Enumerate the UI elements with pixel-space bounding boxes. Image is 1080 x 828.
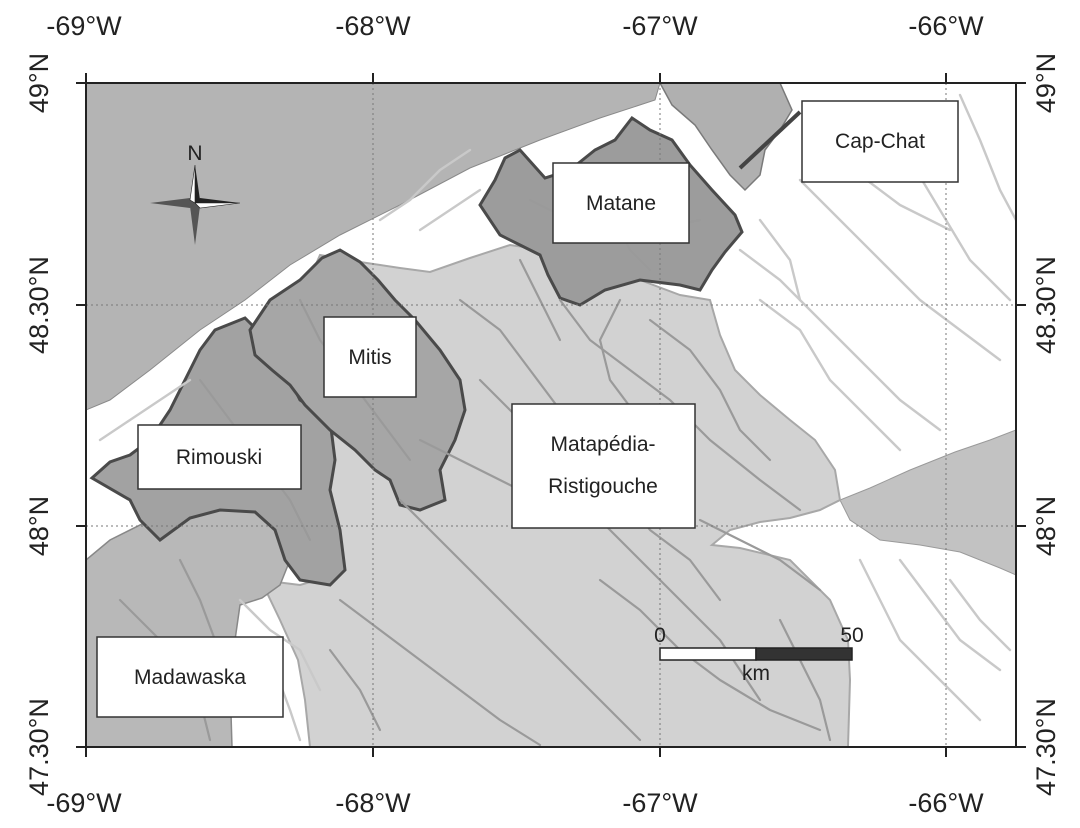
label-matapedia-line1: Matapédia- — [550, 433, 655, 456]
lon-label-top-67: -67°W — [622, 11, 698, 41]
rivers-outside — [98, 93, 1016, 742]
label-box-rimouski: Rimouski — [137, 424, 302, 490]
lat-label-right-47-30: 47.30°N — [1031, 698, 1061, 796]
chaleur-bay — [839, 429, 1016, 576]
label-mitis: Mitis — [348, 346, 391, 369]
lon-label-bottom-67: -67°W — [622, 788, 698, 818]
label-madawaska: Madawaska — [134, 666, 246, 689]
label-matapedia-line2: Ristigouche — [548, 475, 658, 498]
label-box-cap-chat: Cap-Chat — [801, 100, 959, 183]
cap-chat-watershed — [659, 83, 793, 192]
lat-label-right-48-30: 48.30°N — [1031, 256, 1061, 354]
lat-label-left-49: 49°N — [24, 53, 54, 113]
lat-label-left-48: 48°N — [24, 496, 54, 556]
scale-bar-start: 0 — [654, 624, 666, 647]
lon-label-bottom-66: -66°W — [908, 788, 984, 818]
label-rimouski: Rimouski — [176, 446, 262, 469]
lon-label-top-66: -66°W — [908, 11, 984, 41]
lat-label-right-48: 48°N — [1031, 496, 1061, 556]
scale-bar-end: 50 — [840, 624, 863, 647]
lon-label-bottom-68: -68°W — [335, 788, 411, 818]
st-lawrence-estuary — [86, 83, 661, 411]
label-box-matane: Matane — [552, 162, 690, 244]
frame-ticks — [76, 73, 1026, 757]
cap-chat-pointer — [738, 110, 802, 170]
scale-bar: 0 50 km — [654, 624, 864, 685]
lat-label-right-49: 49°N — [1031, 53, 1061, 113]
lon-label-bottom-69: -69°W — [46, 788, 122, 818]
label-matane: Matane — [586, 192, 656, 215]
north-arrow-label: N — [187, 142, 202, 165]
lat-label-left-47-30: 47.30°N — [24, 698, 54, 796]
label-box-madawaska: Madawaska — [96, 636, 284, 718]
lat-label-left-48-30: 48.30°N — [24, 256, 54, 354]
lon-label-top-68: -68°W — [335, 11, 411, 41]
scale-bar-unit: km — [742, 662, 770, 685]
lon-label-top-69: -69°W — [46, 11, 122, 41]
label-cap-chat: Cap-Chat — [835, 130, 925, 153]
north-arrow-icon: N — [150, 142, 241, 245]
label-box-matapedia: Matapédia- Ristigouche — [511, 403, 696, 529]
map-frame — [85, 82, 1017, 748]
label-box-mitis: Mitis — [323, 316, 417, 398]
